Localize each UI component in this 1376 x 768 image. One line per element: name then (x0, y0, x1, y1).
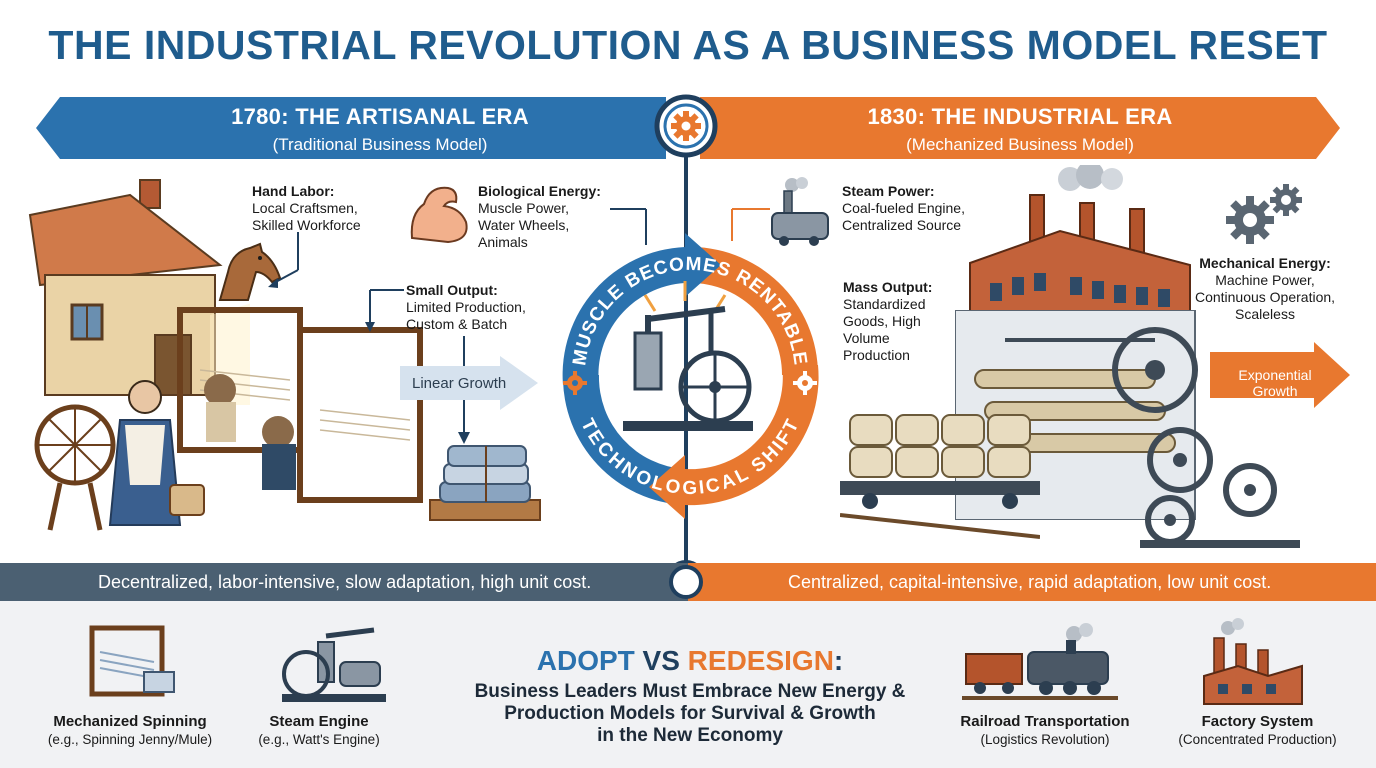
left-summary-bar (0, 563, 688, 601)
horse-icon (218, 242, 282, 301)
top-arc-text: MUSCLE BECOMES RENTABLE (569, 254, 809, 367)
bottom-item-title: Railroad Transportation (960, 713, 1130, 730)
gear-icon (671, 111, 701, 141)
right-banner-shape (700, 97, 1340, 159)
mechanical-energy-line: Machine Power, (1215, 272, 1315, 288)
mechanical-energy-line: Scaleless (1235, 306, 1295, 322)
steam-power-icon (771, 177, 829, 246)
gear-icon (1226, 184, 1302, 244)
exponential-growth-line: Exponential (1238, 367, 1312, 383)
steam-power-line: Centralized Source (842, 217, 962, 233)
biological-energy-label: Biological Energy: Muscle Power, Water W… (478, 183, 601, 251)
right-subheading: (Mechanized Business Model) (906, 135, 1134, 154)
exponential-growth-arrow (1210, 342, 1350, 408)
left-banner-shape (36, 97, 666, 159)
biological-energy-arrow (610, 208, 647, 245)
left-banner: 1780: THE ARTISANAL ERA (Traditional Bus… (100, 104, 660, 155)
factory-icon (1203, 618, 1303, 705)
exponential-growth-line: Growth (1252, 383, 1298, 399)
bottom-item-sub: (e.g., Spinning Jenny/Mule) (47, 732, 213, 747)
biological-energy-title: Biological Energy: (478, 183, 601, 199)
bottom-item-title: Mechanized Spinning (53, 713, 207, 730)
center-cycle-diagram: MUSCLE BECOMES RENTABLE TECHNOLOGICAL SH… (562, 233, 819, 519)
biological-energy-line: Water Wheels, (478, 217, 570, 233)
spinning-wheel-illustration (34, 380, 205, 531)
cta-line: Production Models for Survival & Growth (504, 703, 876, 724)
steam-power-label: Steam Power: Coal-fueled Engine, Central… (842, 183, 965, 234)
svg-text:MUSCLE BECOMES RENTABLE: MUSCLE BECOMES RENTABLE (569, 254, 810, 367)
factory-system-item: Factory System (Concentrated Production) (1155, 713, 1360, 749)
steam-engine-icon (282, 627, 386, 702)
mass-output-title: Mass Output: (843, 279, 933, 295)
cta-vs: VS (642, 645, 680, 676)
mass-output-label: Mass Output: Standardized Goods, High Vo… (843, 279, 932, 364)
steam-power-line: Coal-fueled Engine, (842, 200, 965, 216)
cta-line: in the New Economy (597, 725, 783, 746)
bottom-item-sub: (Logistics Revolution) (980, 732, 1110, 747)
cta-colon: : (833, 645, 844, 676)
center-axis-node (669, 565, 703, 599)
hand-labor-arrow (268, 232, 299, 288)
small-output-label: Small Output: Limited Production, Custom… (406, 282, 526, 333)
mechanical-energy-label: Mechanical Energy: Machine Power, Contin… (1190, 255, 1340, 323)
linear-growth-arrow (400, 356, 538, 410)
mass-output-line: Production (843, 347, 910, 363)
small-output-line: Custom & Batch (406, 316, 508, 332)
biological-energy-line: Animals (478, 234, 528, 250)
bottom-item-sub: (e.g., Watt's Engine) (258, 732, 380, 747)
right-heading: 1830: THE INDUSTRIAL ERA (867, 104, 1173, 129)
small-output-title: Small Output: (406, 282, 498, 298)
gear-icon (563, 371, 587, 395)
page-title: THE INDUSTRIAL REVOLUTION AS A BUSINESS … (48, 22, 1328, 68)
mass-output-line: Goods, High (843, 313, 921, 329)
artisan-house-illustration (28, 179, 250, 405)
hand-labor-label: Hand Labor: Local Craftsmen, Skilled Wor… (252, 183, 361, 234)
bottom-item-sub: (Concentrated Production) (1178, 732, 1337, 747)
hand-labor-title: Hand Labor: (252, 183, 335, 199)
bottom-section (0, 601, 1376, 768)
mechanical-energy-title: Mechanical Energy: (1199, 255, 1331, 271)
bottom-item-title: Factory System (1201, 713, 1314, 730)
cta-title: ADOPT VS REDESIGN: (430, 645, 950, 677)
cloth-stack-icon (429, 445, 541, 521)
mechanized-spinning-item: Mechanized Spinning (e.g., Spinning Jenn… (20, 713, 240, 749)
loom-icon (89, 625, 175, 697)
gear-icon (793, 371, 817, 395)
steam-engine-icon (623, 281, 753, 431)
bottom-item-title: Steam Engine (269, 713, 369, 730)
right-summary-bar (688, 563, 1376, 601)
cta-subtitle: Business Leaders Must Embrace New Energy… (430, 681, 950, 747)
mass-output-line: Standardized (843, 296, 926, 312)
left-summary-text: Decentralized, labor-intensive, slow ada… (98, 572, 592, 592)
railroad-transportation-item: Railroad Transportation (Logistics Revol… (940, 713, 1150, 749)
steam-engine-item: Steam Engine (e.g., Watt's Engine) (224, 713, 414, 749)
hand-looms-illustration (177, 307, 423, 503)
left-heading: 1780: THE ARTISANAL ERA (231, 104, 529, 129)
steam-power-title: Steam Power: (842, 183, 935, 199)
cotton-bale-icon (840, 414, 1040, 539)
mass-output-line: Volume (843, 330, 890, 346)
muscle-arm-icon (410, 186, 468, 244)
hand-labor-line: Local Craftsmen, (252, 200, 358, 216)
cta-adopt: ADOPT (536, 645, 635, 676)
mechanical-energy-line: Continuous Operation, (1194, 289, 1336, 305)
linear-growth-label: Linear Growth (412, 375, 507, 392)
right-banner: 1830: THE INDUSTRIAL ERA (Mechanized Bus… (740, 104, 1300, 155)
cta-line: Business Leaders Must Embrace New Energy… (474, 681, 906, 702)
cta-redesign: REDESIGN (687, 645, 834, 676)
biological-energy-line: Muscle Power, (478, 200, 570, 216)
small-output-arrow (365, 289, 404, 332)
right-summary-text: Centralized, capital-intensive, rapid ad… (788, 572, 1272, 592)
small-output-line: Limited Production, (406, 299, 526, 315)
hand-labor-line: Skilled Workforce (252, 217, 361, 233)
era-banners (36, 97, 1340, 159)
exponential-growth-label: Exponential Growth (1220, 367, 1330, 399)
gear-machinery-illustration (1140, 427, 1300, 548)
steam-power-arrow (731, 208, 770, 241)
train-icon (962, 623, 1118, 700)
left-subheading: (Traditional Business Model) (272, 135, 488, 154)
